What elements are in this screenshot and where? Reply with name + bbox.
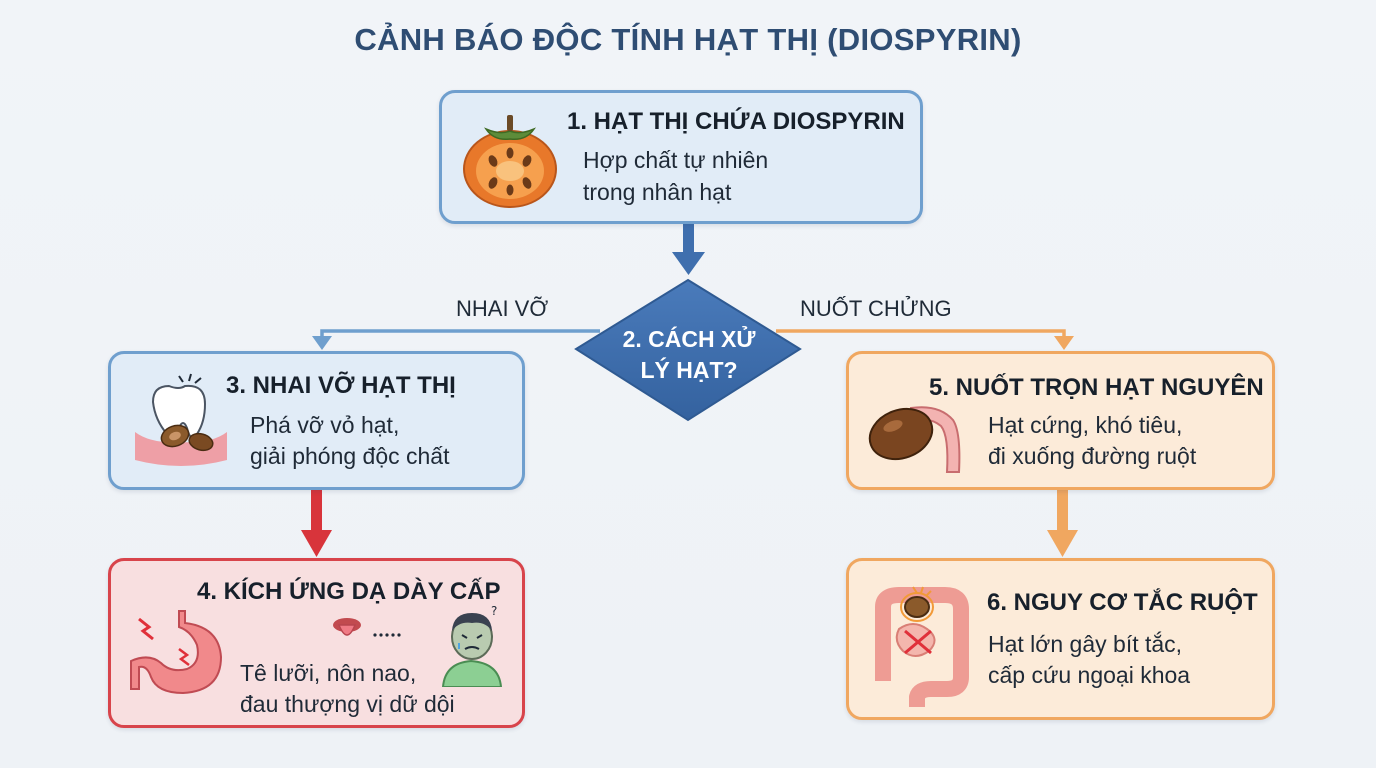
decision-line-2: LÝ HẠT?	[640, 357, 738, 383]
decision-line-1: 2. CÁCH XỬ	[622, 326, 756, 352]
node-1-line-1: Hợp chất tự nhiên	[583, 147, 769, 173]
node-4-title: 4. KÍCH ỨNG DẠ DÀY CẤP	[197, 578, 501, 605]
node-5-box: 5. NUỐT TRỌN HẠT NGUYÊN Hạt cứng, khó ti…	[846, 351, 1275, 490]
persimmon-icon	[463, 115, 557, 208]
node-6-title: 6. NGUY CƠ TẮC RUỘT	[987, 589, 1258, 616]
node-6-box: 6. NGUY CƠ TẮC RUỘT Hạt lớn gây bít tắc,…	[846, 558, 1275, 720]
page-title: CẢNH BÁO ĐỘC TÍNH HẠT THỊ (DIOSPYRIN)	[354, 22, 1022, 57]
node-3-line-2: giải phóng độc chất	[250, 443, 450, 469]
node-3-box: 3. NHAI VỠ HẠT THỊ Phá vỡ vỏ hạt, giải p…	[108, 351, 525, 490]
arrow-2-to-3	[312, 329, 600, 350]
node-1-line-2: trong nhân hạt	[583, 179, 732, 205]
edge-label-chew: NHAI VỠ	[456, 296, 549, 321]
tongue-icon	[333, 618, 401, 637]
decision-label: 2. CÁCH XỬ LÝ HẠT?	[578, 324, 800, 386]
node-3-title: 3. NHAI VỠ HẠT THỊ	[226, 372, 456, 399]
node-4-line-2: đau thượng vị dữ dội	[240, 691, 455, 717]
tooth-seed-icon	[135, 373, 227, 466]
node-4-box: 4. KÍCH ỨNG DẠ DÀY CẤP ? Tê lưỡi, nôn na…	[108, 558, 525, 728]
arrow-5-to-6	[1047, 490, 1078, 557]
arrow-3-to-4	[301, 490, 332, 557]
svg-text:?: ?	[491, 605, 497, 618]
node-4-line-1: Tê lưỡi, nôn nao,	[240, 660, 417, 686]
seed-intestine-icon	[868, 406, 961, 473]
edge-label-swallow: NUỐT CHỬNG	[800, 296, 952, 321]
node-1-box: 1. HẠT THỊ CHỨA DIOSPYRIN Hợp chất tự nh…	[439, 90, 923, 224]
node-6-line-2: cấp cứu ngoại khoa	[988, 662, 1191, 688]
node-6-line-1: Hạt lớn gây bít tắc,	[988, 631, 1183, 657]
node-1-title: 1. HẠT THỊ CHỨA DIOSPYRIN	[567, 108, 905, 135]
arrow-2-to-5	[776, 329, 1074, 350]
node-3-line-1: Phá vỡ vỏ hạt,	[250, 412, 400, 438]
arrow-1-to-2	[672, 224, 705, 275]
intestine-blockage-icon	[875, 586, 969, 707]
decision-diamond	[574, 278, 802, 422]
node-5-line-2: đi xuống đường ruột	[988, 443, 1197, 469]
node-5-title: 5. NUỐT TRỌN HẠT NGUYÊN	[929, 374, 1264, 401]
sick-person-icon: ?	[441, 605, 503, 687]
node-5-line-1: Hạt cứng, khó tiêu,	[988, 412, 1183, 438]
stomach-icon	[130, 610, 223, 695]
